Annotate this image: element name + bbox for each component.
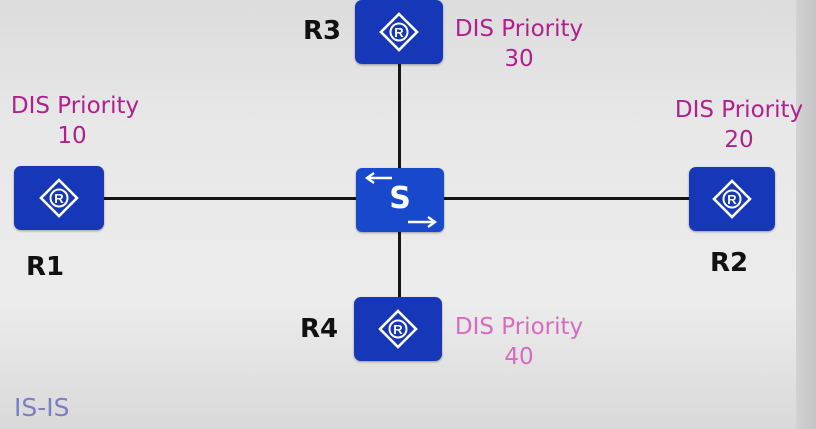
router-r4[interactable]: R — [354, 297, 442, 361]
dis-priority-label-r2: DIS Priority — [674, 97, 804, 123]
switch-s[interactable]: S — [356, 168, 444, 232]
router-name-r3: R3 — [303, 16, 342, 46]
svg-text:R: R — [54, 191, 64, 206]
svg-text:R: R — [393, 322, 403, 337]
router-icon: R — [39, 178, 79, 218]
dis-priority-value-r2: 20 — [724, 127, 754, 153]
link-switch-r4 — [398, 232, 401, 298]
dis-priority-r1: DIS Priority 10 — [0, 91, 150, 151]
dis-priority-r3: DIS Priority 30 — [442, 14, 596, 74]
link-r1-switch — [104, 197, 356, 200]
switch-label: S — [389, 181, 411, 216]
router-r3[interactable]: R — [355, 0, 443, 64]
router-name-r1: R1 — [26, 252, 65, 282]
screen-edge — [796, 0, 816, 429]
protocol-caption: IS-IS — [14, 393, 70, 422]
router-icon: R — [712, 179, 752, 219]
dis-priority-r2: DIS Priority 20 — [664, 95, 814, 155]
dis-priority-value-r4: 40 — [504, 344, 534, 370]
router-r1[interactable]: R — [14, 166, 104, 230]
svg-text:R: R — [727, 192, 737, 207]
router-icon: R — [379, 12, 419, 52]
router-r2[interactable]: R — [689, 167, 775, 231]
switch-arrows-icon — [364, 172, 438, 228]
router-name-r4: R4 — [300, 314, 339, 344]
dis-priority-label-r4: DIS Priority — [454, 314, 584, 340]
dis-priority-label-r3: DIS Priority — [454, 16, 584, 42]
dis-priority-label-r1: DIS Priority — [10, 93, 140, 119]
link-switch-r2 — [444, 197, 690, 200]
dis-priority-value-r1: 10 — [57, 123, 87, 149]
dis-priority-r4: DIS Priority 40 — [442, 312, 596, 372]
router-icon: R — [378, 309, 418, 349]
svg-text:R: R — [394, 25, 404, 40]
dis-priority-value-r3: 30 — [504, 46, 534, 72]
router-name-r2: R2 — [710, 248, 749, 278]
link-r3-switch — [398, 64, 401, 168]
